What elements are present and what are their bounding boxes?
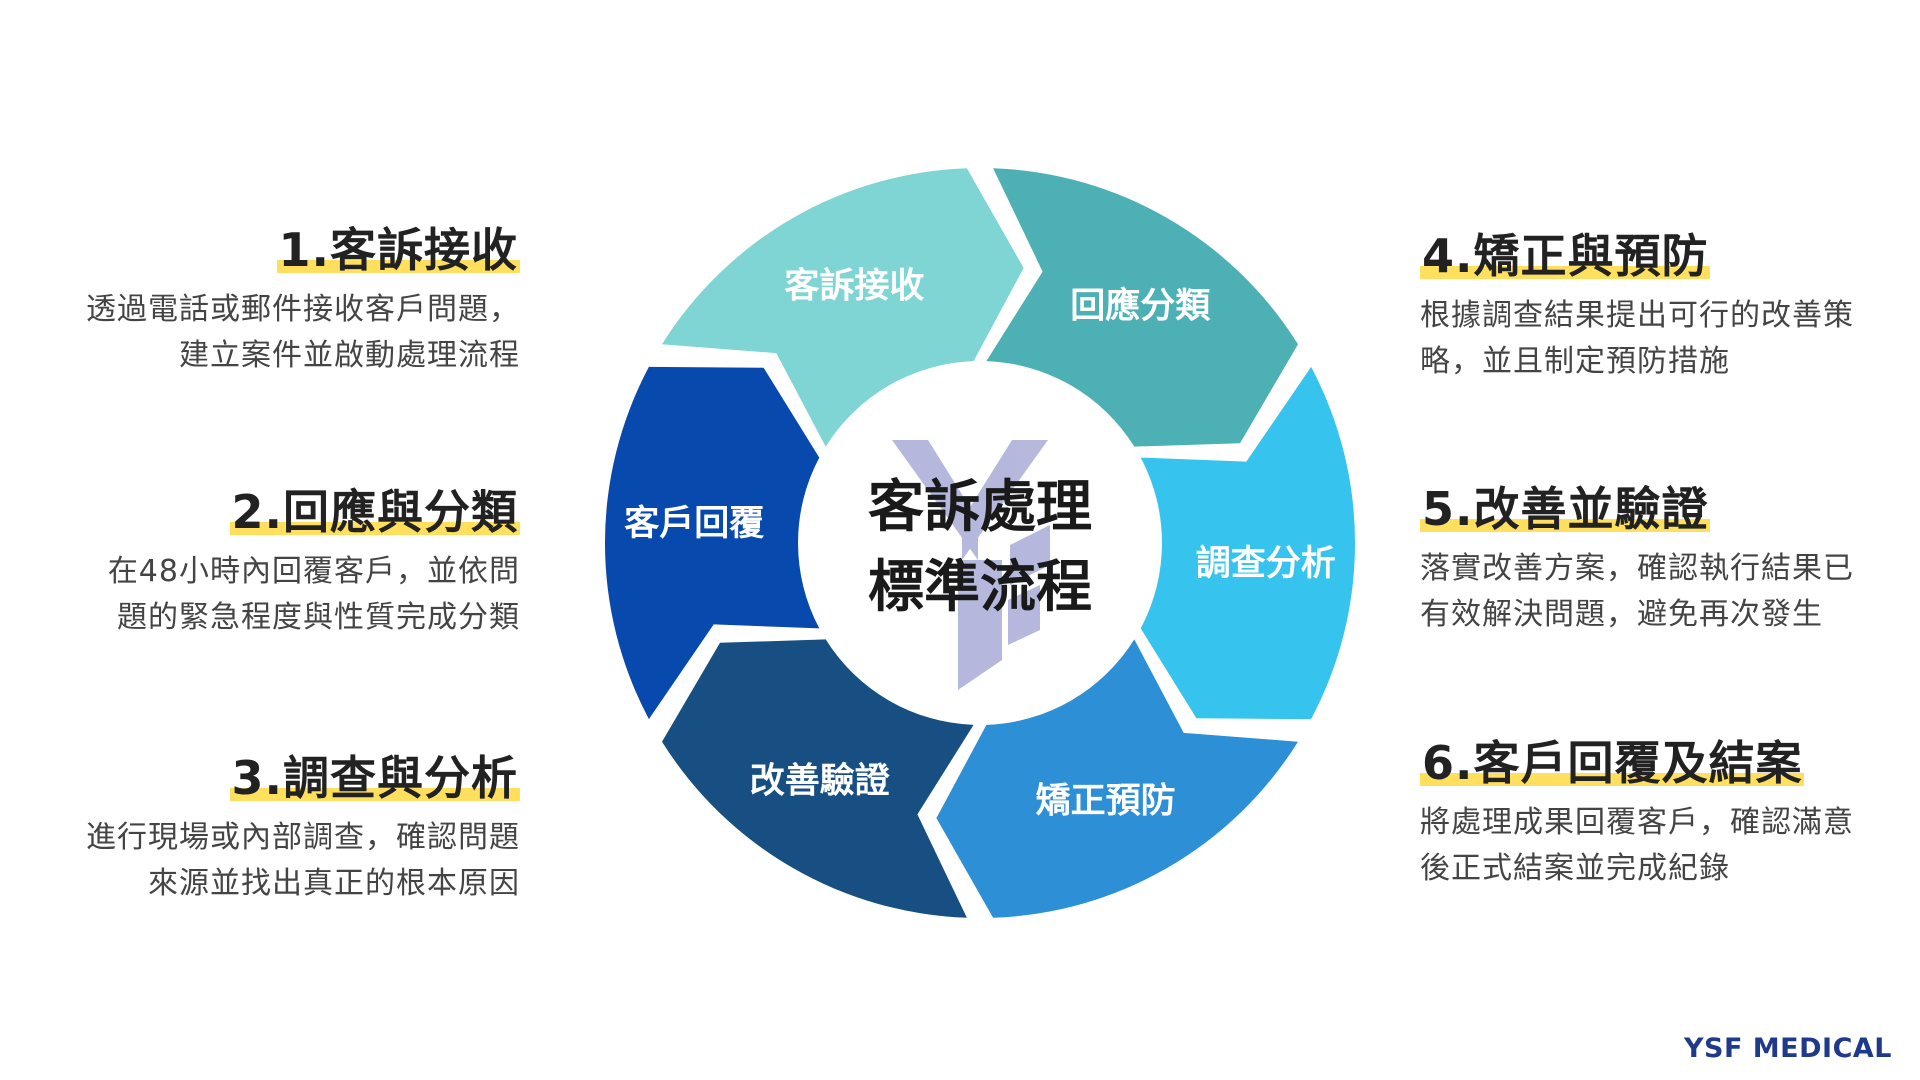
cycle-segment-4-label: 矯正預防 (1036, 782, 1176, 822)
cycle-segment-2-label: 回應分類 (1070, 286, 1211, 327)
cycle-segment-5-label: 改善驗證 (750, 761, 891, 802)
step-5-title: 5.改善並驗證 (1420, 482, 1711, 536)
step-5-block: 5.改善並驗證 落實改善方案，確認執行結果已 有效解決問題，避免再次發生 (1420, 483, 1890, 638)
cycle-center-circle (800, 363, 1160, 723)
cycle-segment-6 (604, 366, 820, 720)
cycle-segment-3 (1140, 366, 1356, 720)
center-title-line-1: 客訴處理 (868, 475, 1092, 540)
cycle-segment-6-label: 客戶回覆 (624, 503, 764, 544)
step-5-description: 落實改善方案，確認執行結果已 有效解決問題，避免再次發生 (1420, 550, 1854, 632)
step-6-description: 將處理成果回覆客戶，確認滿意 後正式結案並完成紀錄 (1420, 804, 1854, 886)
cycle-segment-3-label: 調查分析 (1196, 544, 1336, 584)
center-title-line-2: 標準流程 (868, 555, 1092, 620)
logo-watermark-icon (892, 440, 1050, 690)
cycle-segment-1 (662, 168, 1024, 447)
step-3-description: 進行現場或內部調查，確認問題 來源並找出真正的根本原因 (86, 819, 520, 901)
step-4-block: 4.矯正與預防 根據調查結果提出可行的改善策 略，並且制定預防措施 (1420, 230, 1890, 385)
step-2-description: 在48小時內回覆客戶，並依問 題的緊急程度與性質完成分類 (107, 553, 520, 635)
step-1-block: 1.客訴接收 透過電話或郵件接收客戶問題， 建立案件並啟動處理流程 (40, 224, 520, 379)
brand-logo-text: YSF MEDICAL (1683, 1033, 1892, 1064)
cycle-segment-2 (986, 168, 1298, 447)
cycle-segment-5 (662, 639, 974, 918)
cycle-segment-4 (936, 639, 1298, 918)
step-3-block: 3.調查與分析 進行現場或內部調查，確認問題 來源並找出真正的根本原因 (40, 752, 520, 907)
step-6-block: 6.客戶回覆及結案 將處理成果回覆客戶，確認滿意 後正式結案並完成紀錄 (1420, 737, 1890, 892)
step-4-description: 根據調查結果提出可行的改善策 略，並且制定預防措施 (1420, 297, 1854, 379)
step-1-description: 透過電話或郵件接收客戶問題， 建立案件並啟動處理流程 (86, 291, 520, 373)
step-6-title: 6.客戶回覆及結案 (1420, 736, 1805, 790)
step-3-title: 3.調查與分析 (229, 751, 520, 805)
step-1-title: 1.客訴接收 (276, 223, 520, 277)
cycle-segment-1-label: 客訴接收 (784, 266, 924, 307)
step-4-title: 4.矯正與預防 (1420, 229, 1711, 283)
step-2-block: 2.回應與分類 在48小時內回覆客戶，並依問 題的緊急程度與性質完成分類 (40, 486, 520, 641)
step-2-title: 2.回應與分類 (229, 485, 520, 539)
